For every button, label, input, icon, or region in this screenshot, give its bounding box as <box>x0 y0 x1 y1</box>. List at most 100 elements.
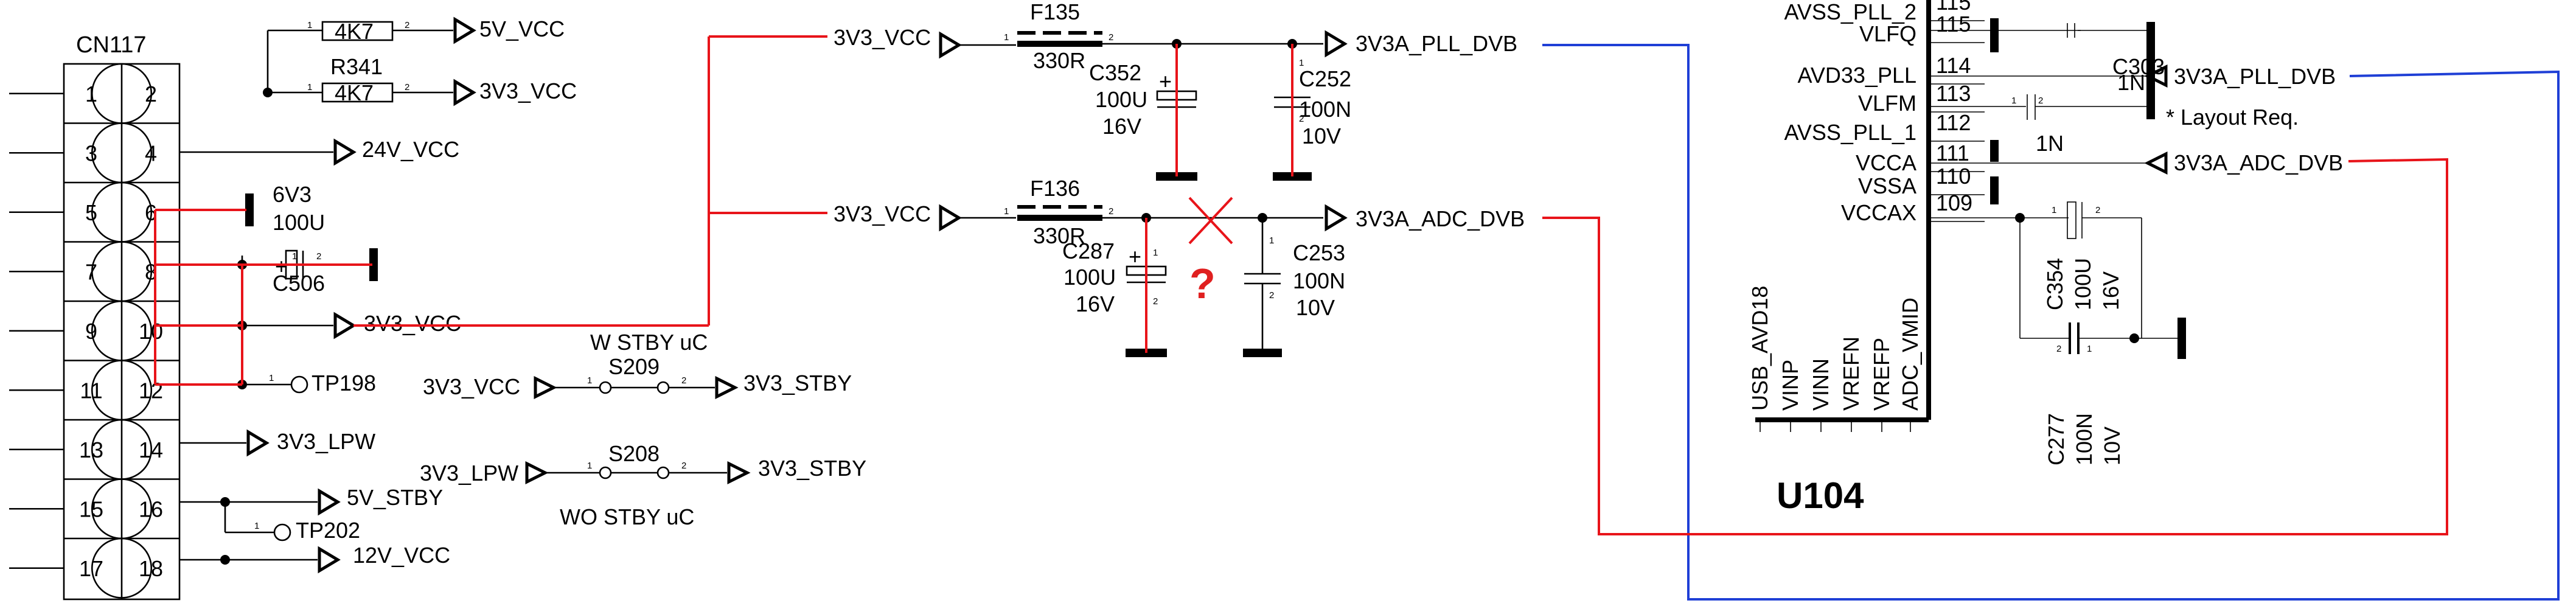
pin-number: 12 <box>139 378 163 403</box>
ic-pin-number: 115 <box>1936 12 1971 37</box>
cap-voltage: 6V3 <box>273 182 312 207</box>
pin-contact-left <box>91 241 122 302</box>
pin-number: 15 <box>79 496 103 521</box>
switch-s209-title: W STBY uC <box>590 330 708 355</box>
svg-text:1: 1 <box>1153 248 1158 258</box>
svg-text:2: 2 <box>1269 290 1274 301</box>
pin-contact-left <box>91 419 122 480</box>
svg-text:1: 1 <box>269 373 274 383</box>
capacitor-c287-value: 100U <box>1063 265 1116 290</box>
net-flag <box>333 138 357 166</box>
pin-number: 1 <box>85 82 97 106</box>
net-flag <box>246 429 270 457</box>
svg-text:1: 1 <box>307 82 312 92</box>
connector-nets: 24V_VCC 6V3 100U C506 + 1 2 3V3_VCC TP19… <box>179 137 461 574</box>
svg-text:1: 1 <box>2011 96 2016 106</box>
ic-bottom-pin-name: VINN <box>1808 358 1833 411</box>
svg-text:2: 2 <box>405 82 409 92</box>
ic-pin-number: 115 <box>1936 0 1971 15</box>
capacitor-c506-ref: C506 <box>273 271 325 296</box>
pin-number: 10 <box>139 319 163 344</box>
net-label-3v3a-pll-dvb: 3V3A_PLL_DVB <box>1356 31 1517 56</box>
svg-text:2: 2 <box>2095 205 2100 215</box>
testpoint-tp198-ref: TP198 <box>312 371 376 395</box>
filter-adc: 3V3_VCC F136 330R 1 2 + C287 100U 16V 1 … <box>834 176 1525 357</box>
resistor-top-value: 4K7 <box>335 19 374 44</box>
svg-text:2: 2 <box>316 251 321 262</box>
svg-text:1: 1 <box>1004 206 1009 217</box>
net-label-3v3-vcc: 3V3_VCC <box>834 201 931 226</box>
capacitor-c354-voltage: 16V <box>2098 271 2123 310</box>
ic-pin-name: VSSA <box>1858 173 1916 198</box>
pin-contact-left <box>91 537 122 599</box>
ic-bottom-pin-name: USB_AVD18 <box>1747 286 1772 411</box>
net-label-3v3-stby: 3V3_STBY <box>758 456 866 481</box>
net-label-3v3-lpw: 3V3_LPW <box>277 429 375 454</box>
capacitor-c303-ref: C303 <box>2112 54 2165 79</box>
net-label-12v-vcc: 12V_VCC <box>353 543 450 568</box>
ic-pin-name: VLFQ <box>1859 21 1916 46</box>
capacitor-c352-ref: C352 <box>1089 60 1141 85</box>
ic-bottom-pin-name: VREFP <box>1869 338 1894 411</box>
pin-contact-left <box>91 300 122 361</box>
net-flag <box>2144 151 2168 175</box>
net-flag <box>1325 204 1348 232</box>
capacitor-c277-value: 100N <box>2072 413 2097 465</box>
pin-number: 4 <box>145 141 157 165</box>
red-wire-adc <box>1542 158 2448 535</box>
capacitor-c354 <box>2067 201 2076 239</box>
net-label-3v3a-pll-dvb: 3V3A_PLL_DVB <box>2174 64 2336 89</box>
capacitor-c354-value: 100U <box>2070 258 2095 310</box>
svg-text:2: 2 <box>405 20 409 30</box>
pin-number: 11 <box>80 378 102 403</box>
testpoint-tp202-ref: TP202 <box>296 518 360 543</box>
pin-contact-right <box>121 122 152 184</box>
ic-bottom-pin-name: ADC_VMID <box>1898 298 1923 411</box>
svg-text:1: 1 <box>587 375 592 386</box>
net-flag <box>715 375 739 400</box>
pin-contact-left <box>91 181 122 243</box>
ferrite-f136-value: 330R <box>1033 223 1085 248</box>
net-flag <box>727 461 751 485</box>
net-label-3v3-vcc: 3V3_VCC <box>834 25 931 50</box>
capacitor-c354-ref: C354 <box>2042 258 2067 310</box>
capacitor-c252-voltage: 10V <box>1302 124 1341 148</box>
switch-s209: W STBY uC S209 3V3_VCC 3V3_STBY 1 2 <box>423 330 852 400</box>
pin-number: 7 <box>85 259 97 284</box>
svg-text:2: 2 <box>2056 344 2061 354</box>
layout-note: * Layout Req. <box>2166 105 2299 130</box>
svg-text:2: 2 <box>681 461 686 471</box>
net-label-3v3-vcc: 3V3_VCC <box>364 311 461 336</box>
ic-pin-name: AVD33_PLL <box>1798 63 1916 88</box>
pin-number: 2 <box>145 82 157 106</box>
ic-pin-number: 111 <box>1936 141 1969 165</box>
ic-pin-name: VLFM <box>1858 91 1916 116</box>
net-flag <box>453 78 476 106</box>
net-flag <box>534 375 557 400</box>
svg-text:1: 1 <box>1269 235 1274 246</box>
pin-contact-right <box>121 478 152 540</box>
capacitor-c253-voltage: 10V <box>1296 295 1335 320</box>
net-flag <box>318 546 341 574</box>
ferrite-f136-ref: F136 <box>1030 176 1080 201</box>
switch-s209-ref: S209 <box>608 354 660 379</box>
svg-text:+: + <box>1159 69 1172 94</box>
testpoint-tp202 <box>273 523 291 542</box>
pin-contact-right <box>121 241 152 302</box>
ic-bottom-pin-name: VREFN <box>1839 336 1864 411</box>
net-label-24v-vcc: 24V_VCC <box>362 137 459 162</box>
net-label-3v3-lpw: 3V3_LPW <box>420 461 518 486</box>
svg-text:+: + <box>1129 244 1141 269</box>
pin-contact-left <box>91 122 122 184</box>
svg-text:1: 1 <box>2052 205 2056 215</box>
net-label-3v3-vcc: 3V3_VCC <box>479 78 577 103</box>
ferrite-f135-ref: F135 <box>1030 0 1080 24</box>
ic-pin-name: VCCAX <box>1841 200 1916 225</box>
pin-number: 3 <box>85 141 97 165</box>
pin-number: 13 <box>79 437 103 462</box>
ic-ref: U104 <box>1777 475 1864 516</box>
